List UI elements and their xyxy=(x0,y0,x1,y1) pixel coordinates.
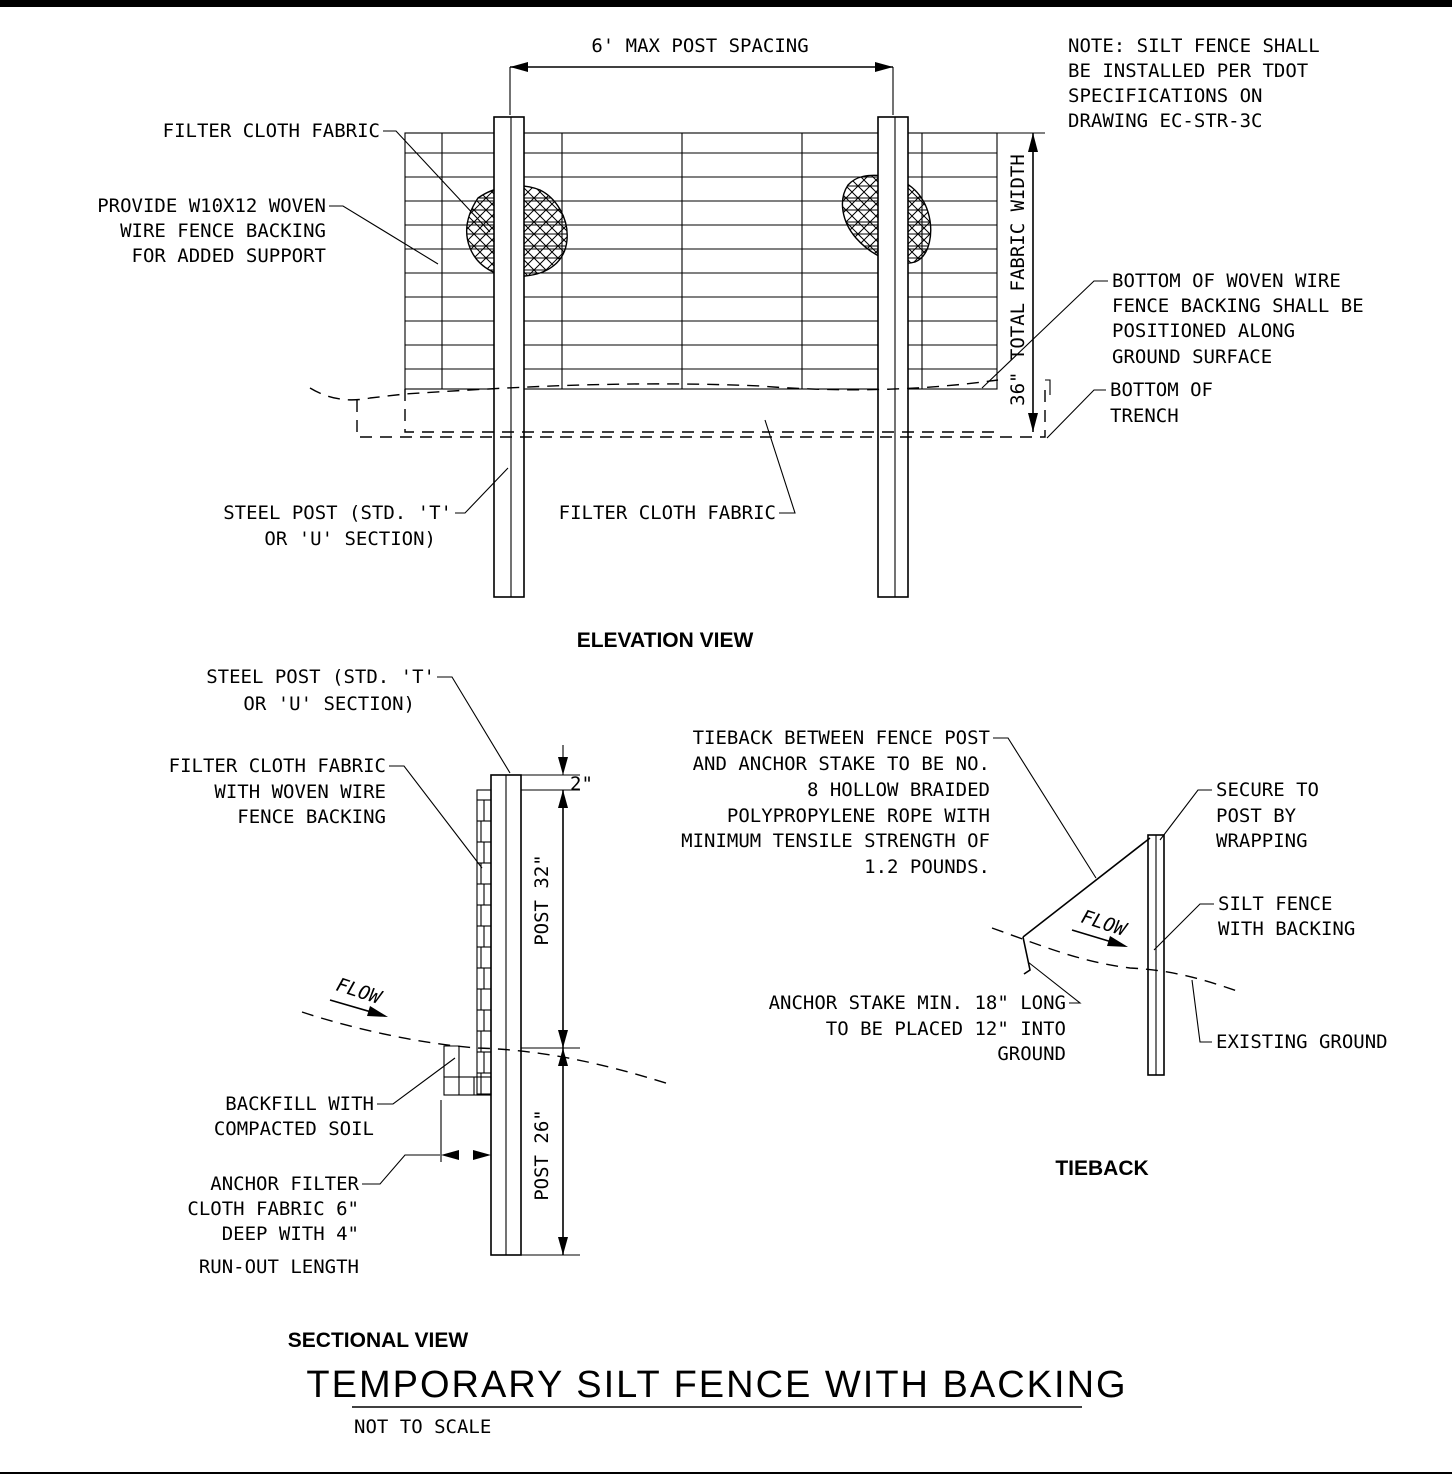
svg-text:FILTER CLOTH FABRIC: FILTER CLOTH FABRIC xyxy=(559,502,776,524)
post-spacing-label: 6' MAX POST SPACING xyxy=(591,35,808,57)
ground-surface-line xyxy=(309,379,999,401)
sectional-steel-post xyxy=(490,774,522,1256)
svg-text:FENCE BACKING: FENCE BACKING xyxy=(237,806,386,828)
tieback-flow-arrow: FLOW xyxy=(1071,906,1130,947)
svg-text:COMPACTED SOIL: COMPACTED SOIL xyxy=(214,1118,374,1140)
svg-text:TIEBACK BETWEEN FENCE POST: TIEBACK BETWEEN FENCE POST xyxy=(693,727,990,749)
tieback-rope-callout: TIEBACK BETWEEN FENCE POST AND ANCHOR ST… xyxy=(681,727,1097,879)
filter-cloth-callout-top: FILTER CLOTH FABRIC xyxy=(163,120,491,233)
svg-text:TO BE PLACED 12" INTO: TO BE PLACED 12" INTO xyxy=(826,1018,1066,1040)
steel-post-left xyxy=(493,116,525,598)
anchor-stake-callout: ANCHOR STAKE MIN. 18" LONG TO BE PLACED … xyxy=(769,961,1082,1065)
woven-wire-callout: PROVIDE W10X12 WOVEN WIRE FENCE BACKING … xyxy=(97,195,439,267)
tieback-view: FLOW TIEBACK BETWEEN FENCE POST AND ANCH… xyxy=(681,727,1387,1180)
svg-text:DEEP WITH 4": DEEP WITH 4" xyxy=(222,1223,359,1245)
svg-text:GROUND SURFACE: GROUND SURFACE xyxy=(1112,346,1272,368)
svg-text:BACKFILL WITH: BACKFILL WITH xyxy=(225,1093,374,1115)
sectional-ground-line xyxy=(301,1011,673,1086)
svg-text:POST BY: POST BY xyxy=(1216,805,1297,827)
tieback-ground-line xyxy=(991,927,1241,993)
svg-text:POLYPROPYLENE ROPE WITH: POLYPROPYLENE ROPE WITH xyxy=(727,805,990,827)
anchor-stake xyxy=(1022,936,1031,975)
svg-text:8 HOLLOW BRAIDED: 8 HOLLOW BRAIDED xyxy=(807,779,990,801)
svg-text:DRAWING EC-STR-3C: DRAWING EC-STR-3C xyxy=(1068,110,1262,132)
svg-text:STEEL POST (STD. 'T': STEEL POST (STD. 'T' xyxy=(223,502,452,524)
svg-text:BOTTOM OF WOVEN WIRE: BOTTOM OF WOVEN WIRE xyxy=(1112,270,1341,292)
svg-text:WIRE FENCE BACKING: WIRE FENCE BACKING xyxy=(120,220,326,242)
svg-text:CLOTH FABRIC 6": CLOTH FABRIC 6" xyxy=(187,1198,359,1220)
general-note: NOTE: SILT FENCE SHALL BE INSTALLED PER … xyxy=(1068,35,1320,132)
sectional-filter-cloth-callout: FILTER CLOTH FABRIC WITH WOVEN WIRE FENC… xyxy=(169,755,483,869)
bottom-wire-callout: BOTTOM OF WOVEN WIRE FENCE BACKING SHALL… xyxy=(981,270,1364,389)
svg-text:GROUND: GROUND xyxy=(997,1043,1066,1065)
svg-text:EXISTING GROUND: EXISTING GROUND xyxy=(1216,1031,1388,1053)
svg-text:FOR ADDED SUPPORT: FOR ADDED SUPPORT xyxy=(132,245,326,267)
svg-text:BE INSTALLED PER TDOT: BE INSTALLED PER TDOT xyxy=(1068,60,1308,82)
svg-text:SECURE TO: SECURE TO xyxy=(1216,779,1319,801)
svg-text:WRAPPING: WRAPPING xyxy=(1216,830,1308,852)
steel-post-callout: STEEL POST (STD. 'T' OR 'U' SECTION) xyxy=(223,467,509,550)
sectional-fabric-backing xyxy=(443,789,492,1096)
dim-post-upper: POST 32" xyxy=(531,854,553,946)
sectional-view: 2" POST 32" POST 26" FLOW STEEL POST (S xyxy=(169,666,673,1352)
svg-text:OR 'U' SECTION): OR 'U' SECTION) xyxy=(243,693,415,715)
filter-cloth-callout-bottom: FILTER CLOTH FABRIC xyxy=(559,419,796,524)
svg-text:STEEL POST (STD. 'T': STEEL POST (STD. 'T' xyxy=(206,666,435,688)
svg-text:WITH BACKING: WITH BACKING xyxy=(1218,918,1355,940)
svg-text:POSITIONED ALONG: POSITIONED ALONG xyxy=(1112,320,1295,342)
secure-callout: SECURE TO POST BY WRAPPING xyxy=(1159,779,1319,852)
svg-text:SPECIFICATIONS ON: SPECIFICATIONS ON xyxy=(1068,85,1262,107)
tieback-view-title: TIEBACK xyxy=(1055,1157,1148,1180)
sectional-dimensions: 2" POST 32" POST 26" xyxy=(440,745,593,1256)
sectional-flow-arrow: FLOW xyxy=(329,974,388,1017)
svg-text:FILTER CLOTH FABRIC: FILTER CLOTH FABRIC xyxy=(163,120,380,142)
svg-text:TRENCH: TRENCH xyxy=(1110,405,1179,427)
svg-text:OR 'U' SECTION): OR 'U' SECTION) xyxy=(264,528,436,550)
dim-top-label: 2" xyxy=(570,773,593,795)
fabric-width-dimension: 36" TOTAL FABRIC WIDTH xyxy=(997,132,1045,432)
svg-text:FENCE BACKING SHALL BE: FENCE BACKING SHALL BE xyxy=(1112,295,1364,317)
top-border xyxy=(0,0,1452,7)
svg-text:FILTER CLOTH FABRIC: FILTER CLOTH FABRIC xyxy=(169,755,386,777)
svg-text:ANCHOR STAKE MIN. 18" LONG: ANCHOR STAKE MIN. 18" LONG xyxy=(769,992,1066,1014)
bottom-trench-callout: BOTTOM OF TRENCH xyxy=(1046,379,1213,439)
svg-text:MINIMUM TENSILE STRENGTH OF: MINIMUM TENSILE STRENGTH OF xyxy=(681,830,990,852)
drawing-title-block: TEMPORARY SILT FENCE WITH BACKING NOT TO… xyxy=(306,1364,1127,1438)
dim-post-lower: POST 26" xyxy=(531,1109,553,1201)
tieback-post xyxy=(1147,834,1165,1076)
steel-post-right xyxy=(877,116,909,598)
anchor-fabric-callout: ANCHOR FILTER CLOTH FABRIC 6" DEEP WITH … xyxy=(187,1154,440,1278)
backfill-callout: BACKFILL WITH COMPACTED SOIL xyxy=(214,1057,456,1140)
svg-text:RUN-OUT LENGTH: RUN-OUT LENGTH xyxy=(199,1256,359,1278)
svg-text:WITH WOVEN WIRE: WITH WOVEN WIRE xyxy=(214,781,386,803)
sectional-view-title: SECTIONAL VIEW xyxy=(288,1329,469,1352)
fabric-width-label: 36" TOTAL FABRIC WIDTH xyxy=(1007,154,1029,406)
drawing-title: TEMPORARY SILT FENCE WITH BACKING xyxy=(306,1364,1127,1406)
svg-text:PROVIDE W10X12 WOVEN: PROVIDE W10X12 WOVEN xyxy=(97,195,326,217)
svg-text:SILT FENCE: SILT FENCE xyxy=(1218,893,1332,915)
silt-fence-callout: SILT FENCE WITH BACKING xyxy=(1153,893,1355,951)
svg-text:AND ANCHOR STAKE TO BE NO.: AND ANCHOR STAKE TO BE NO. xyxy=(693,753,990,775)
existing-ground-callout: EXISTING GROUND xyxy=(1191,979,1388,1053)
tieback-rope xyxy=(1022,837,1151,938)
svg-text:BOTTOM OF: BOTTOM OF xyxy=(1110,379,1213,401)
elevation-view: 6' MAX POST SPACING 36" TOTAL FABRIC WID… xyxy=(97,35,1363,652)
drawing-subtitle: NOT TO SCALE xyxy=(354,1416,491,1438)
svg-text:ANCHOR FILTER: ANCHOR FILTER xyxy=(210,1173,359,1195)
svg-text:NOTE: SILT FENCE SHALL: NOTE: SILT FENCE SHALL xyxy=(1068,35,1320,57)
svg-text:FLOW: FLOW xyxy=(1078,906,1130,942)
post-spacing-dimension: 6' MAX POST SPACING xyxy=(509,35,894,115)
sectional-steel-post-callout: STEEL POST (STD. 'T' OR 'U' SECTION) xyxy=(206,666,511,774)
trench-outline xyxy=(356,388,1046,438)
svg-text:1.2 POUNDS.: 1.2 POUNDS. xyxy=(864,856,990,878)
elevation-view-title: ELEVATION VIEW xyxy=(577,629,754,652)
